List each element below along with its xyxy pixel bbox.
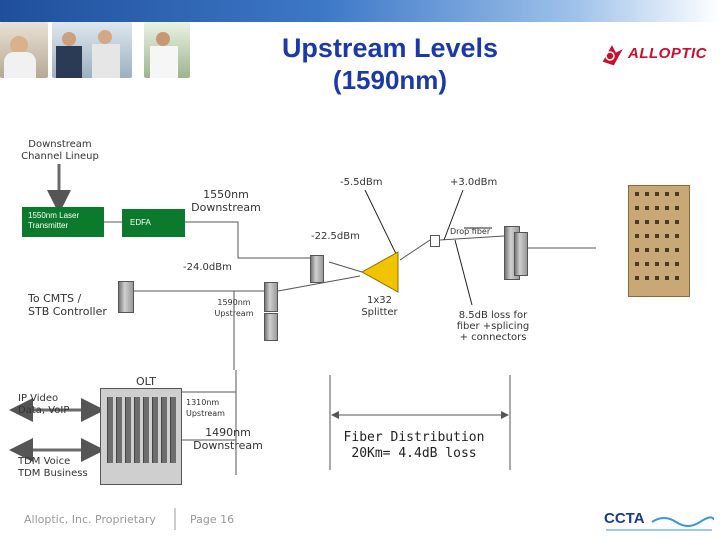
slide-title: Upstream Levels bbox=[281, 33, 499, 63]
cmts-label: To CMTS / STB Controller bbox=[28, 292, 107, 318]
upstream-1310-label: 1310nm Upstream bbox=[186, 398, 225, 418]
top-banner bbox=[0, 0, 720, 22]
olt-label: OLT bbox=[136, 375, 156, 388]
upstream-1590-label: 1590nm Upstream bbox=[214, 298, 254, 318]
splitter-label: 1x32 Splitter bbox=[361, 295, 398, 318]
alloptic-logo-text: ALLOPTIC bbox=[628, 45, 707, 62]
downstream-lineup-label: Downstream Channel Lineup bbox=[21, 139, 99, 162]
fiber-distribution-label: Fiber Distribution 20Km= 4.4dB loss bbox=[343, 430, 485, 461]
office-photo-2 bbox=[52, 22, 132, 78]
olt-chassis bbox=[100, 388, 182, 485]
cmts-receiver bbox=[118, 281, 134, 313]
laser-transmitter-box: 1550nm Laser Transmitter bbox=[22, 207, 104, 237]
alloptic-logo: ALLOPTIC bbox=[598, 40, 710, 68]
office-photo-1 bbox=[0, 22, 48, 78]
ccta-logo-text: CCTA bbox=[604, 510, 645, 527]
slide-subtitle: (1590nm) bbox=[332, 65, 448, 95]
downstream-1490-label: 1490nm Downstream bbox=[193, 426, 263, 452]
edfa-box: EDFA bbox=[122, 209, 185, 237]
ip-video-label: IP Video Data, VoIP bbox=[18, 393, 70, 416]
office-photo-3 bbox=[144, 22, 190, 78]
footer-company: Alloptic, Inc. Proprietary bbox=[24, 513, 156, 526]
ccta-wave-icon bbox=[606, 516, 714, 531]
power-label-neg22-5: -22.5dBm bbox=[311, 231, 360, 242]
loss-note-label: 8.5dB loss for fiber +splicing + connect… bbox=[456, 310, 530, 343]
downstream-1550-label: 1550nm Downstream bbox=[191, 188, 261, 214]
power-label-pos3: +3.0dBm bbox=[450, 177, 498, 188]
ont-device-2 bbox=[514, 232, 528, 276]
drop-fiber-label: Drop fiber bbox=[450, 227, 491, 236]
footer-page-number: Page 16 bbox=[190, 513, 235, 526]
ccta-logo: CCTA bbox=[604, 510, 714, 536]
power-label-neg5-5: -5.5dBm bbox=[340, 177, 383, 188]
drop-connector bbox=[430, 235, 440, 247]
alloptic-logo-icon bbox=[601, 42, 626, 67]
building-image bbox=[628, 185, 690, 297]
power-label-neg24: -24.0dBm bbox=[183, 262, 232, 273]
upstream-receiver-1 bbox=[264, 282, 278, 312]
upstream-receiver-2 bbox=[264, 313, 278, 341]
tdm-label: TDM Voice TDM Business bbox=[18, 456, 88, 479]
splitter-input-connector bbox=[310, 255, 324, 283]
